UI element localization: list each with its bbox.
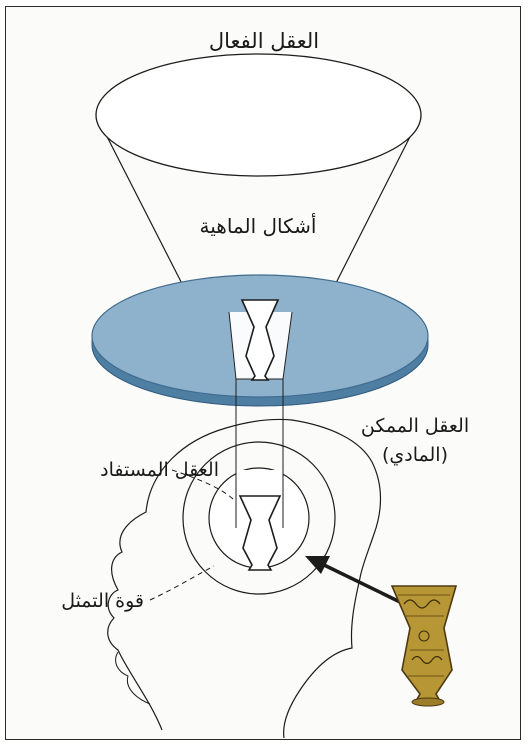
possible-intellect-line1: العقل الممكن [320,412,510,441]
forms-of-quiddity-label: أشكال الماهية [0,214,516,239]
cone-top-ellipse [96,54,421,176]
possible-intellect-line2: (المادي) [320,441,510,470]
arrow [305,556,400,602]
active-intellect-label: العقل الفعال [0,28,528,54]
acquired-intellect-label: العقل المستفاد [64,459,219,483]
possible-intellect-label: العقل الممكن (المادي) [320,412,510,471]
faculty-of-imagination-label: قوة التمثل [16,590,144,614]
mosque-lamp-icon [392,586,456,706]
